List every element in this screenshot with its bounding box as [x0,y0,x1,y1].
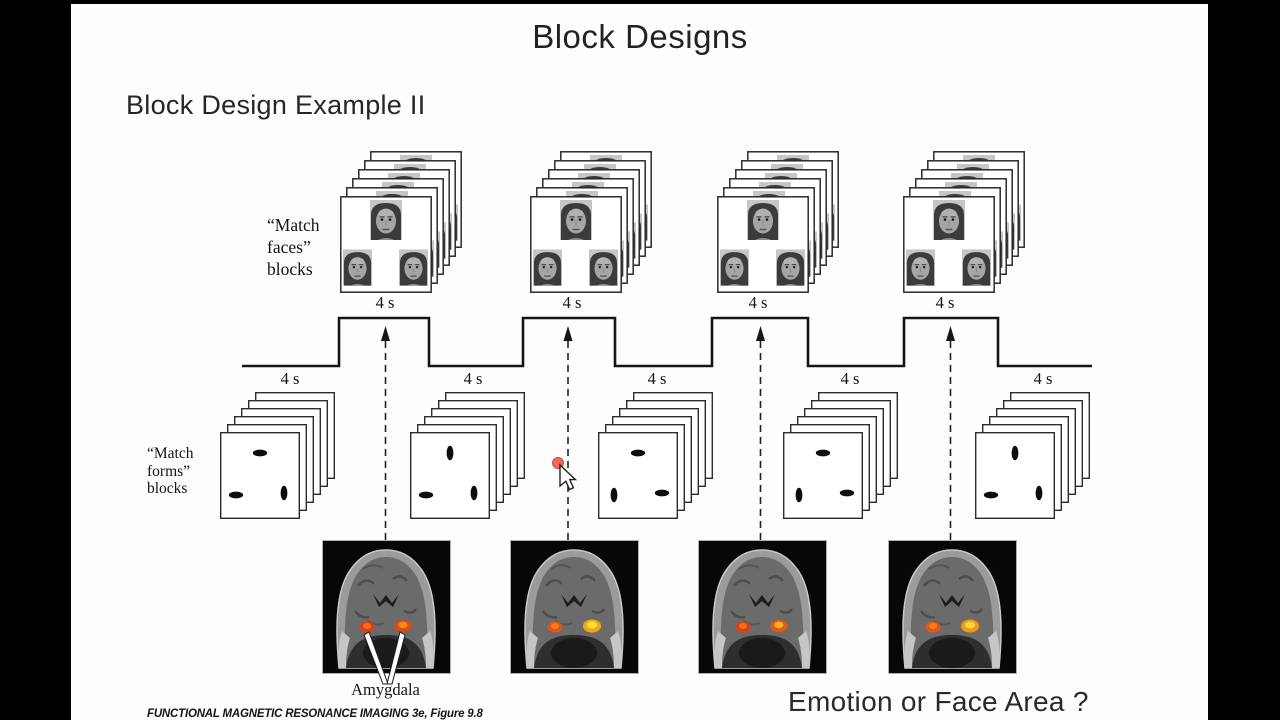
forms-duration-3: 4 s [647,369,667,388]
brain-scan-3 [698,540,827,674]
amygdala-activation-right-core [587,621,597,629]
brain-scan-2 [510,540,639,674]
dashed-arrow-4 [946,326,955,540]
match-faces-label: “Match faces” blocks [267,214,319,280]
amygdala-activation-left-core [551,623,559,629]
match-forms-label-line1: “Match [147,445,194,462]
amygdala-activation-right-core [398,621,408,629]
match-forms-label-line3: blocks [147,480,188,497]
dashed-arrow-1 [381,326,390,540]
dashed-arrow-3 [756,326,765,540]
figure-citation: FUNCTIONAL MAGNETIC RESONANCE IMAGING 3e… [147,708,483,720]
brain-scan-1 [322,540,451,674]
pointer-arrow-icon [559,463,578,491]
match-forms-label: “Match forms” blocks [147,445,193,498]
forms-block-stack-2 [410,392,525,519]
forms-block-stack-3 [598,392,713,519]
letterbox-right [1208,0,1280,720]
forms-duration-1: 4 s [280,369,300,388]
amygdala-label: Amygdala [351,680,420,699]
forms-duration-5: 4 s [1033,369,1053,388]
question-text: Emotion or Face Area ? [788,686,1089,717]
forms-block-stack-4 [783,392,898,519]
faces-block-stack-1 [339,150,463,294]
forms-block-stack-5 [975,392,1090,519]
faces-duration-3: 4 s [748,293,768,312]
amygdala-activation-left-core [929,623,937,629]
slide-subtitle: Block Design Example II [126,90,426,120]
amygdala-activation-left-core [363,623,371,629]
faces-duration-1: 4 s [375,293,395,312]
amygdala-activation-right-core [965,621,975,629]
match-faces-label-line3: blocks [267,259,313,279]
forms-block-stack-1 [220,392,335,519]
faces-duration-4: 4 s [935,293,955,312]
amygdala-activation-right-core [774,621,784,629]
boxcar-waveform [242,316,1092,368]
faces-duration-2: 4 s [562,293,582,312]
match-forms-label-line2: forms” [147,462,191,480]
faces-block-stack-3 [716,150,840,294]
forms-duration-4: 4 s [840,369,860,388]
brain-scan-4 [888,540,1017,674]
match-faces-label-line1: “Match [267,215,320,235]
match-faces-label-line2: faces” [267,237,311,257]
faces-block-stack-4 [902,150,1026,294]
dashed-arrow-2 [563,326,573,540]
amygdala-activation-left-core [739,623,747,629]
slide-title: Block Designs [532,18,748,55]
letterbox-top [0,0,1280,4]
forms-duration-2: 4 s [463,369,483,388]
mouse-cursor [552,457,578,491]
faces-block-stack-2 [529,150,653,294]
letterbox-left [0,0,71,720]
